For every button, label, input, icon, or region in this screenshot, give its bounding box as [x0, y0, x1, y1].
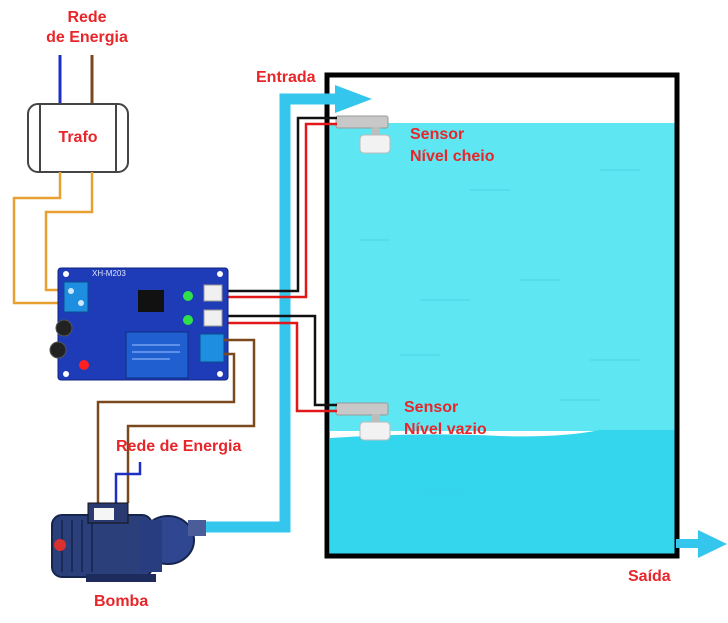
inlet-pipe	[205, 85, 372, 533]
tank-water-upper	[330, 123, 676, 431]
pump	[51, 502, 206, 582]
inlet-pipe-line	[205, 93, 340, 533]
relay-pump-wires	[96, 338, 256, 503]
pump-label: Bomba	[94, 593, 149, 610]
sensor-empty-label-line2: Nível vazio	[404, 421, 487, 438]
transformer	[27, 103, 129, 173]
transformer-label: Trafo	[58, 129, 98, 146]
water-ripples	[360, 169, 640, 521]
board-model-text: XH-M203	[92, 269, 126, 278]
sensor-empty	[335, 402, 391, 441]
relay-board: XH-M203	[49, 267, 229, 381]
outlet-arrow	[698, 530, 727, 558]
sensor-full-label-line2: Nível cheio	[410, 148, 495, 165]
transformer-output-wires	[12, 172, 94, 305]
outlet-pipe-line	[676, 539, 701, 548]
grid-top-label-line1: Rede	[67, 9, 107, 26]
pump-grid-wire	[114, 462, 142, 503]
top-grid-wires	[58, 55, 94, 105]
sensor-full-label-line1: Sensor	[410, 126, 465, 143]
tank-outline	[324, 72, 680, 559]
inlet-arrow	[335, 85, 372, 113]
outlet-pipe	[676, 530, 727, 558]
outlet-label: Saída	[628, 568, 671, 585]
sensor-full	[335, 115, 391, 154]
water-tank	[324, 72, 680, 559]
grid-top-label-line2: de Energia	[46, 29, 128, 46]
inlet-label: Entrada	[256, 69, 316, 86]
grid-pump-label: Rede de Energia	[116, 438, 242, 455]
sensor-empty-label-line1: Sensor	[404, 399, 459, 416]
tank-water-lower	[330, 430, 676, 555]
sensor-wires	[222, 116, 337, 413]
